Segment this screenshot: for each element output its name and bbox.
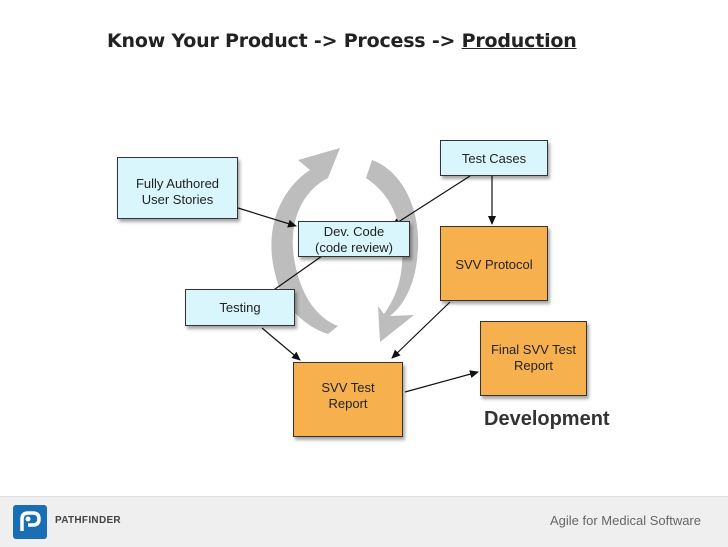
- arrow-stories-to-dev: [237, 207, 297, 228]
- cycle-arrow-right: [366, 160, 419, 342]
- testing-line1: Testing: [219, 300, 261, 315]
- cycle-arrows-icon: [271, 148, 419, 342]
- svv-protocol-box: SVV Protocol: [440, 226, 548, 301]
- cycle-arrow-left: [271, 148, 340, 334]
- line-dev-to-testing: [267, 255, 323, 295]
- footer-bar: PATHFINDER Agile for Medical Software: [0, 496, 728, 547]
- development-label: Development: [484, 408, 610, 430]
- svv-test-report-box: SVV Test Report: [293, 362, 403, 437]
- user-stories-line1: Fully Authored: [135, 176, 220, 191]
- pathfinder-logo-icon: [13, 505, 47, 539]
- connectors: [237, 175, 496, 393]
- dev-code-line2: (code review): [314, 240, 394, 255]
- final-svv-line2: Report: [513, 358, 554, 373]
- final-svv-report-box: Final SVV Test Report: [480, 321, 587, 396]
- final-svv-line1: Final SVV Test: [490, 342, 577, 357]
- arrow-testcases-to-dev: [391, 175, 471, 227]
- dev-code-line1: Dev. Code: [323, 224, 385, 239]
- process-diagram: [237, 148, 496, 393]
- title-production: Production: [461, 30, 577, 52]
- svv-report-line1: SVV Test: [321, 380, 375, 395]
- svv-protocol-line1: SVV Protocol: [455, 257, 533, 272]
- arrow-report-to-final: [404, 370, 479, 393]
- title-text: Know Your Product -> Process ->: [107, 30, 462, 52]
- user-stories-box: Fully Authored User Stories: [117, 157, 238, 219]
- logo-text: PATHFINDER: [55, 515, 121, 526]
- test-cases-line1: Test Cases: [461, 151, 527, 166]
- arrow-testing-to-report: [261, 327, 301, 361]
- slide-title: Know Your Product -> Process -> Producti…: [107, 30, 577, 52]
- testing-box: Testing: [185, 289, 295, 326]
- svv-report-line2: Report: [328, 396, 368, 411]
- dev-code-box: Dev. Code (code review): [298, 221, 410, 257]
- test-cases-box: Test Cases: [440, 140, 548, 176]
- user-stories-line2: User Stories: [141, 192, 214, 207]
- arrow-protocol-to-report: [391, 301, 451, 359]
- footer-tagline: Agile for Medical Software: [549, 513, 701, 528]
